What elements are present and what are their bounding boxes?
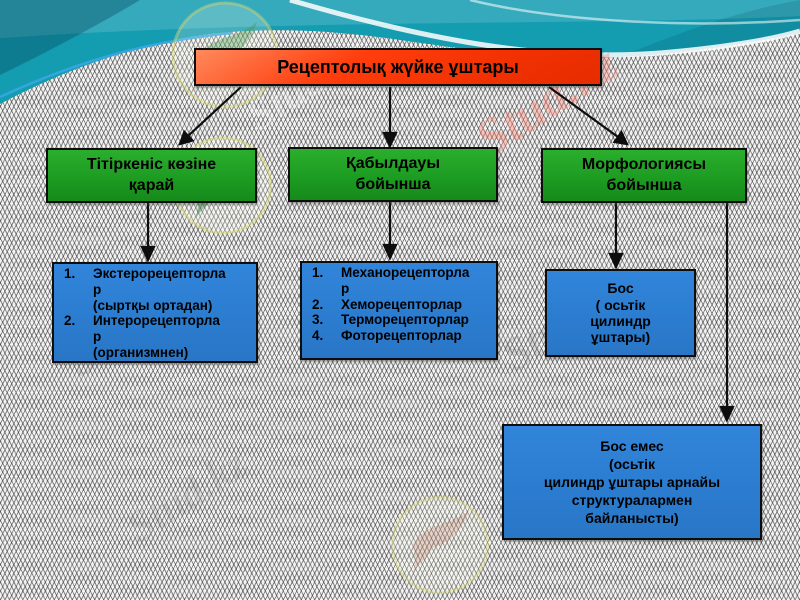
- leaf-node-free-endings: Бос ( осьтік цилиндр ұштары): [545, 269, 696, 357]
- branch-node-by-perception: Қабылдауы бойынша: [288, 147, 498, 202]
- list-item: 1. Механорецепторла р: [308, 265, 492, 297]
- list-item-number: 1.: [64, 266, 76, 281]
- list-item-text: Хеморецепторлар: [341, 296, 463, 312]
- header-wave-band: [0, 0, 800, 104]
- root-title: Рецептолық жүйке ұштары: [277, 56, 519, 77]
- leaf-node-non-free-endings: Бос емес (осьтік цилиндр ұштары арнайы с…: [502, 424, 762, 540]
- leaf-node-source-receptor-list: 1. Экстерорецепторла р (сыртқы ортадан) …: [52, 262, 258, 363]
- list-item-text: Фоторецепторлар: [341, 328, 462, 344]
- list-item: 2. Интерорецепторла р (организмнен): [60, 313, 252, 360]
- list-item-number: 3.: [312, 312, 324, 328]
- list-item: 4. Фоторецепторлар: [308, 328, 492, 344]
- branch-node-by-irritation-source: Тітіркеніс көзіне қарай: [46, 148, 257, 203]
- leaf-text: Бос емес (осьтік цилиндр ұштары арнайы с…: [543, 437, 721, 527]
- list-item-text: Механорецепторла р: [341, 265, 470, 296]
- list-item: 1. Экстерорецепторла р (сыртқы ортадан): [60, 266, 252, 313]
- list-item-text: Экстерорецепторла р (сыртқы ортадан): [93, 266, 226, 313]
- branch-title: Морфологиясы бойынша: [581, 156, 707, 194]
- list-item: 3. Терморецепторлар: [308, 312, 492, 328]
- list-item: 2. Хеморецепторлар: [308, 297, 492, 313]
- list-item-number: 1.: [312, 265, 324, 280]
- root-node-receptor-nerve-endings: Рецептолық жүйке ұштары: [194, 48, 602, 86]
- list-item-text: Терморецепторлар: [341, 312, 469, 328]
- branch-title: Тітіркеніс көзіне қарай: [86, 156, 217, 194]
- branch-node-by-morphology: Морфологиясы бойынша: [541, 148, 747, 203]
- leaf-text: Бос ( осьтік цилиндр ұштары): [590, 280, 651, 346]
- list-item-number: 4.: [312, 328, 324, 344]
- list-item-number: 2.: [312, 296, 324, 312]
- list-item-number: 2.: [64, 313, 76, 329]
- leaf-node-perception-receptor-list: 1. Механорецепторла р 2. Хеморецепторлар…: [300, 261, 498, 360]
- branch-title: Қабылдауы бойынша: [346, 155, 440, 193]
- list-item-text: Интерорецепторла р (организмнен): [93, 313, 220, 360]
